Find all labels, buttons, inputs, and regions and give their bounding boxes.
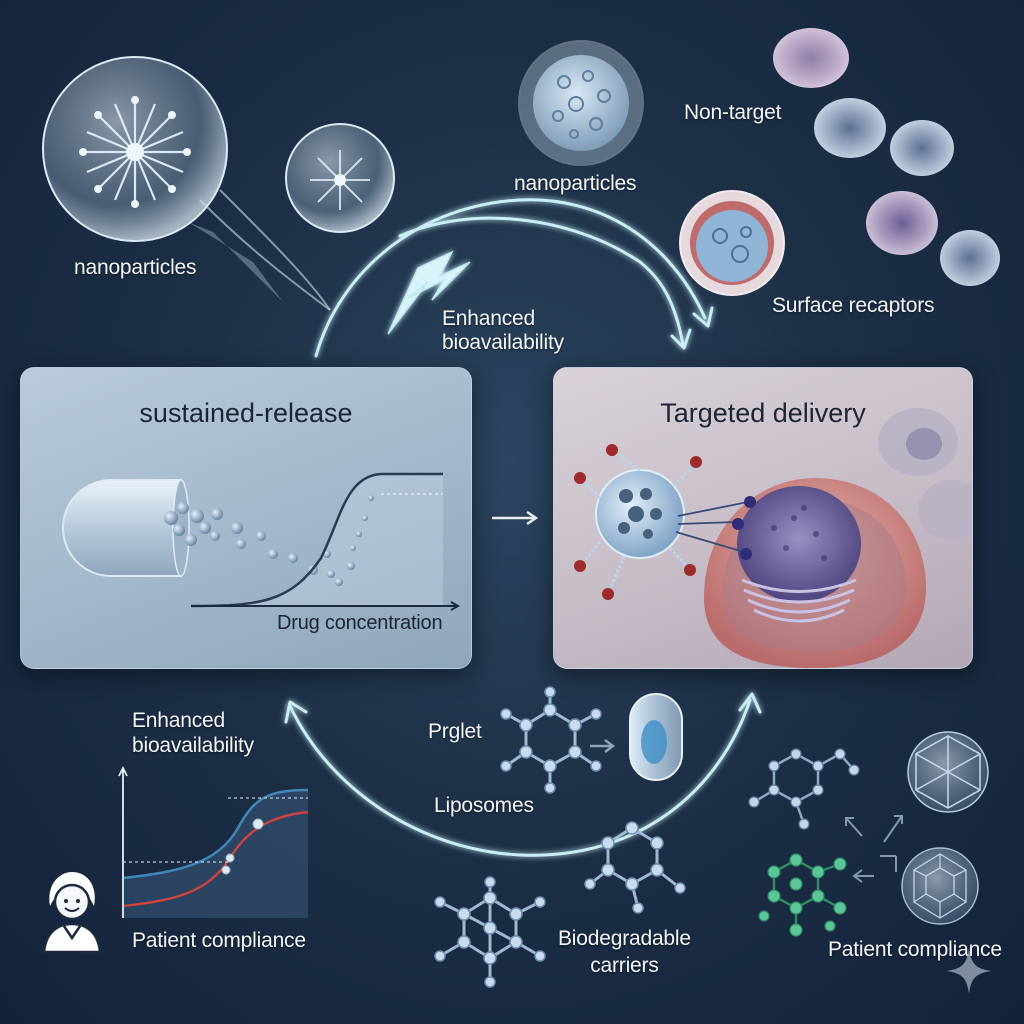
nanoparticle-sphere-icon xyxy=(518,40,644,166)
sparkle-icon xyxy=(946,948,992,994)
label-surface-receptors: Surface recaptors xyxy=(772,294,935,317)
label-non-target: Non-target xyxy=(684,101,782,124)
arrowhead-bottom-right xyxy=(738,692,762,714)
nanoparticle-small-icon xyxy=(285,123,395,233)
label-enhanced-bioavailability-bottom: Enhanced bioavailability xyxy=(132,709,254,757)
non-target-cells-icon xyxy=(679,28,1000,296)
label-nanoparticles-top: nanoparticles xyxy=(514,172,637,195)
top-left-arc xyxy=(314,198,707,358)
sustained-release-title: sustained-release xyxy=(139,398,353,428)
patient-avatar-icon xyxy=(42,872,102,954)
arrowhead-top-inner xyxy=(670,328,692,350)
drug-concentration-axis-label: Drug concentration xyxy=(277,612,443,634)
sustained-release-panel: sustained-release xyxy=(20,367,472,669)
label-patient-compliance-right: Patient compliance xyxy=(828,938,1002,961)
label-enhanced-bioavailability-top: Enhanced bioavailability xyxy=(442,307,564,354)
molecule-prglet-icon xyxy=(500,686,602,794)
nanoparticle-large-icon xyxy=(42,56,283,302)
bioavailability-chart xyxy=(118,765,309,918)
top-inner-arc xyxy=(398,216,685,347)
arrowhead-bottom-left xyxy=(284,700,308,724)
small-arrow-icon xyxy=(590,739,616,753)
targeted-cell-illustration xyxy=(574,408,972,668)
bubble-tail xyxy=(199,189,331,311)
panel-connector-arrow xyxy=(492,510,539,526)
molecule-carrier-icon xyxy=(434,876,546,988)
targeted-delivery-panel: Targeted delivery xyxy=(553,367,973,669)
targeted-delivery-title: Targeted delivery xyxy=(660,398,866,428)
label-biodegradable-carriers: Biodegradable carriers xyxy=(558,927,691,977)
arrowhead-top-right xyxy=(692,306,714,328)
molecule-cluster-icon xyxy=(748,731,989,937)
bottom-arc xyxy=(288,698,752,857)
label-liposomes: Liposomes xyxy=(434,794,534,817)
label-nanoparticles-left: nanoparticles xyxy=(74,256,197,279)
capsule-small-icon xyxy=(629,693,683,781)
label-patient-compliance-left: Patient compliance xyxy=(132,929,306,952)
label-prglet: Prglet xyxy=(428,720,482,743)
molecule-liposome-icon xyxy=(584,821,686,914)
capsule-icon xyxy=(62,479,182,577)
lightning-icon xyxy=(387,250,471,335)
release-graph xyxy=(62,472,461,611)
